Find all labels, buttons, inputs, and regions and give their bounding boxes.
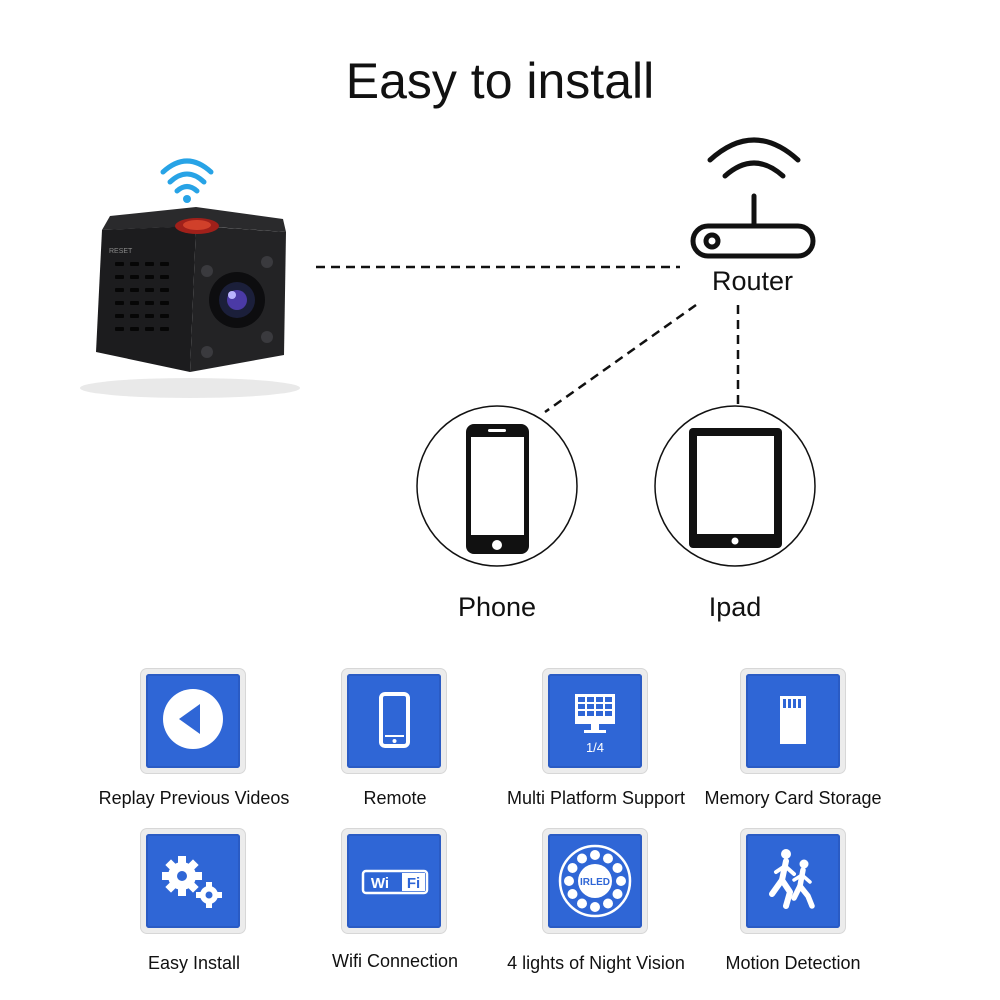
feature-label: Remote [363, 788, 427, 808]
ir-led-dot [603, 853, 613, 864]
connection-lines [316, 265, 740, 414]
router-icon [690, 137, 816, 259]
ir-led-dot [567, 889, 578, 899]
ipad-circle [654, 405, 816, 567]
router-label: Router [711, 266, 794, 296]
svg-text:IRLED: IRLED [580, 877, 610, 888]
feature-label: Multi Platform Support [506, 788, 686, 808]
ir-led-dot [616, 876, 626, 886]
ir-led-dot [590, 850, 600, 860]
gears-icon [162, 856, 222, 908]
running-people-icon [769, 849, 815, 909]
feature-label: 4 lights of Night Vision [507, 953, 685, 973]
feature-tile-night-vision: IRLED [543, 829, 647, 933]
ipad-label: Ipad [708, 592, 762, 622]
ir-led-dot [603, 898, 613, 909]
ir-led-dot [577, 898, 587, 909]
phone-label: Phone [457, 592, 537, 622]
svg-text:RESET: RESET [109, 248, 133, 255]
setup-diagram: RESET [80, 137, 816, 567]
feature-label: Memory Card Storage [704, 788, 882, 808]
feature-tile-multi-platform: 1/4 [543, 669, 647, 773]
phone-icon [379, 692, 410, 748]
ir-led-dot [612, 863, 623, 873]
ir-led-icon: IRLED [558, 844, 632, 918]
ir-led-dot [577, 853, 587, 864]
tablet-icon [689, 428, 782, 548]
feature-label: Motion Detection [725, 953, 861, 973]
feature-tile-motion [741, 829, 845, 933]
wifi-badge-icon: Wi Fi [361, 869, 429, 895]
svg-text:1/4: 1/4 [586, 740, 604, 755]
ir-led-dot [567, 863, 578, 873]
smartphone-icon [466, 424, 529, 554]
ir-led-dot [564, 876, 574, 886]
feature-tile-easy-install [141, 829, 245, 933]
feature-tile-replay [141, 669, 245, 773]
ir-led-dot [612, 889, 623, 899]
wifi-icon [160, 158, 214, 203]
feature-label: Wifi Connection [331, 951, 459, 971]
feature-tile-wifi: Wi Fi [342, 829, 446, 933]
svg-text:Wi: Wi [371, 875, 389, 892]
play-back-icon [163, 689, 223, 749]
page-title: Easy to install [345, 53, 655, 109]
svg-text:Fi: Fi [407, 875, 420, 892]
feature-tile-memory-card [741, 669, 845, 773]
monitor-grid-icon: 1/4 [575, 694, 615, 755]
feature-label: Easy Install [147, 953, 241, 973]
feature-tile-remote [342, 669, 446, 773]
sd-card-icon [780, 696, 806, 744]
feature-label: Replay Previous Videos [98, 788, 290, 808]
ir-led-dot [590, 902, 600, 912]
camera-icon: RESET [80, 207, 300, 398]
phone-circle [416, 405, 578, 567]
